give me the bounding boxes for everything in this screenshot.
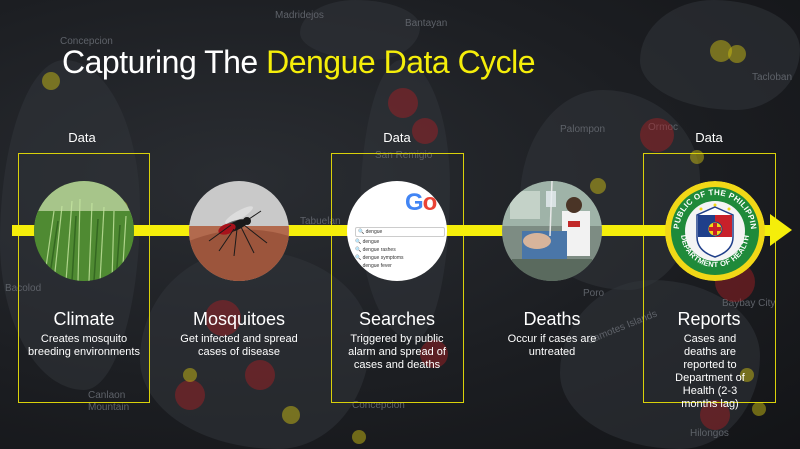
data-box-reports <box>643 153 776 403</box>
map-label: Bacolod <box>5 283 42 294</box>
data-box-searches <box>331 153 464 403</box>
map-label: Hilongos <box>690 428 729 439</box>
map-label: San Remigio <box>375 150 433 161</box>
suggestion-item: 🔍 dengue rashes <box>355 247 396 253</box>
map-label: Mountain <box>88 402 130 413</box>
step-title-mosquitoes: Mosquitoes <box>192 309 286 329</box>
suggestion-item: 🔍 dengue symptoms <box>355 255 404 261</box>
step-desc-deaths: Occur if cases are untreated <box>507 333 597 358</box>
doh-seal-image: REPUBLIC OF THE PHILIPPINES DEPARTMENT O… <box>665 181 765 281</box>
step-title-climate: Climate <box>53 309 115 329</box>
map-label: Madridejos <box>275 10 324 21</box>
map-label: Bantayan <box>405 18 448 29</box>
map-label: Palompon <box>560 124 606 135</box>
map-label: Tacloban <box>752 72 793 83</box>
step-desc-mosquitoes: Get infected and spread cases of disease <box>180 333 298 358</box>
step-title-reports: Reports <box>677 309 741 329</box>
step-desc-searches: Triggered by public alarm and spread of … <box>348 333 446 371</box>
search-box: 🔍 dengue <box>355 227 445 237</box>
title-highlight: Dengue Data Cycle <box>266 44 536 80</box>
map-label: Concepcion <box>60 36 113 47</box>
slide-title: Capturing The Dengue Data Cycle <box>62 44 536 81</box>
step-desc-reports: Cases and deaths are reported to Departm… <box>675 333 745 410</box>
map-label: Canlaon <box>88 390 126 401</box>
map-label: Poro <box>583 288 605 299</box>
timeline-arrow-head <box>770 214 792 246</box>
mosquito-image <box>189 181 289 281</box>
suggestion-item: 🔍 dengue fever <box>355 263 392 269</box>
step-title-searches: Searches <box>358 309 436 329</box>
title-prefix: Capturing The <box>62 44 267 80</box>
hospital-image <box>502 181 602 281</box>
map-label: Ormoc <box>648 122 678 133</box>
step-title-deaths: Deaths <box>523 309 581 329</box>
step-desc-climate: Creates mosquito breeding environments <box>28 333 140 358</box>
data-box-climate <box>18 153 150 403</box>
map-label: Baybay City <box>722 298 776 309</box>
climate-image <box>34 181 134 281</box>
data-label-searches: Data <box>383 130 411 145</box>
map-label: Tabuelan <box>300 216 341 227</box>
search-image: Go 🔍 dengue 🔍 dengue 🔍 dengue rashes 🔍 d… <box>347 181 447 281</box>
map-label: Concepcion <box>352 400 405 411</box>
data-label-climate: Data <box>68 130 96 145</box>
data-label-reports: Data <box>695 130 723 145</box>
suggestion-item: 🔍 dengue <box>355 239 380 245</box>
google-logo: Go <box>405 189 437 216</box>
